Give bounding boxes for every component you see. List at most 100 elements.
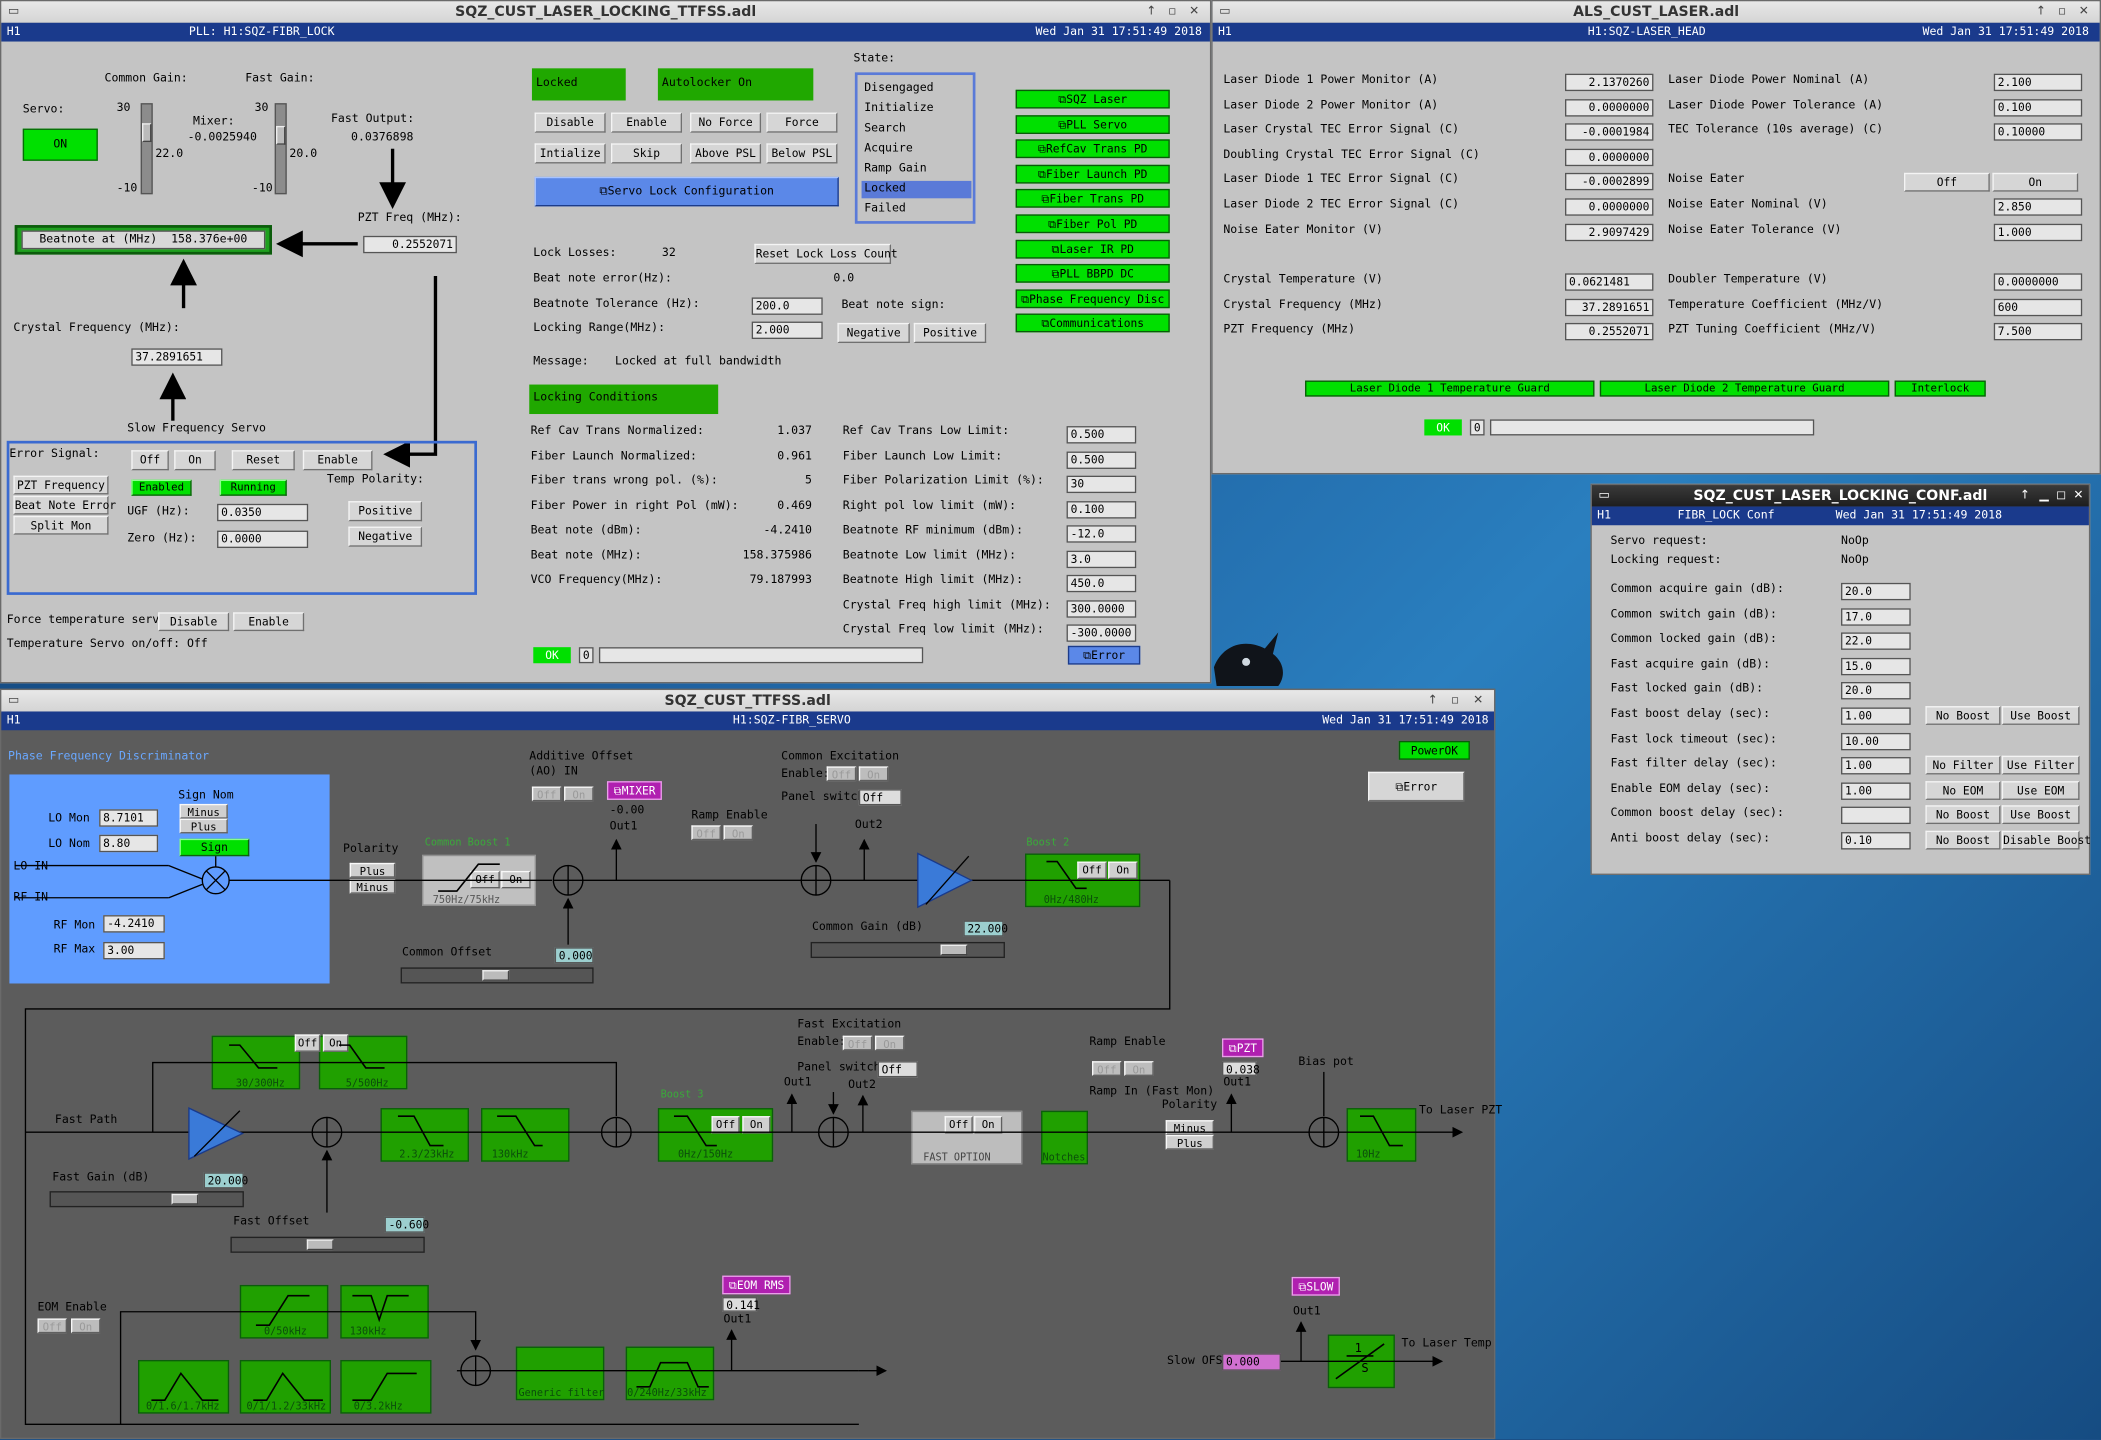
setting-field[interactable]: 600 — [1993, 298, 2083, 316]
state-item[interactable]: Initialize — [864, 101, 934, 116]
force-button[interactable]: Force — [766, 112, 838, 133]
beat-sign-negative-button[interactable]: Negative — [837, 322, 910, 344]
ramp2-on-button[interactable]: On — [1124, 1061, 1154, 1076]
state-item[interactable]: Ramp Gain — [864, 162, 927, 176]
locker-disable-button[interactable]: Disable — [534, 112, 606, 133]
minimize-icon[interactable]: ▫ — [2057, 5, 2067, 19]
conf-option-a-button[interactable]: No Boost — [1925, 805, 2001, 825]
window-menu-icon[interactable]: ▭ — [8, 694, 20, 708]
common-gain-slider-knob[interactable] — [142, 123, 152, 143]
limit-field[interactable]: 0.100 — [1066, 500, 1137, 518]
limit-field[interactable]: -300.0000 — [1066, 624, 1137, 642]
conf-option-a-button[interactable]: No Filter — [1925, 755, 2001, 775]
common-exc-on-button[interactable]: On — [858, 766, 889, 782]
fast-offset-slider[interactable] — [230, 1236, 425, 1253]
conf-field[interactable]: 10.00 — [1841, 732, 1911, 750]
maximize-icon[interactable]: ↑ — [2035, 5, 2047, 19]
above-psl-button[interactable]: Above PSL — [690, 143, 762, 164]
common-gain-slider[interactable] — [140, 103, 153, 195]
setting-field[interactable]: 0.100 — [1993, 98, 2083, 117]
conf-field[interactable]: 1.00 — [1841, 782, 1911, 800]
limit-field[interactable]: 450.0 — [1066, 574, 1137, 593]
conf-option-a-button[interactable]: No EOM — [1925, 780, 2001, 800]
related-display-phase-frequency-disc[interactable]: ⧉Phase Frequency Disc — [1015, 289, 1170, 308]
locker-enable-button[interactable]: Enable — [610, 112, 683, 133]
ramp-off-button[interactable]: Off — [691, 825, 721, 841]
ramp-on-button[interactable]: On — [723, 825, 754, 841]
force-temp-disable-button[interactable]: Disable — [158, 612, 230, 632]
force-temp-enable-button[interactable]: Enable — [233, 612, 305, 632]
fast-gain-slider[interactable] — [274, 103, 287, 195]
slow-servo-enable-button[interactable]: Enable — [302, 450, 373, 471]
window-menu-icon[interactable]: ▭ — [1598, 489, 1610, 503]
conf-field[interactable]: 0.10 — [1841, 832, 1911, 850]
fast-option-on-button[interactable]: On — [974, 1116, 1003, 1134]
polarity-plus-button[interactable]: Plus — [349, 862, 396, 878]
limit-field[interactable]: 300.0000 — [1066, 599, 1137, 618]
conf-option-b-button[interactable]: Disable Boost — [2001, 830, 2091, 850]
initialize-button[interactable]: Intialize — [534, 143, 606, 164]
slow-servo-off-button[interactable]: Off — [131, 450, 169, 471]
state-item[interactable]: Disengaged — [864, 81, 934, 96]
minimize-icon[interactable]: ▁ — [2039, 489, 2049, 503]
restore-icon[interactable]: ◻ — [2056, 489, 2067, 503]
limit-field[interactable]: 30 — [1066, 475, 1137, 494]
eom-on-button[interactable]: On — [71, 1318, 101, 1334]
window-menu-icon[interactable]: ▭ — [1219, 5, 1231, 19]
limit-field[interactable]: 0.500 — [1066, 426, 1137, 444]
limit-field[interactable]: -12.0 — [1066, 525, 1137, 543]
temp-negative-button[interactable]: Negative — [348, 526, 423, 547]
common-exc-off-button[interactable]: Off — [826, 766, 857, 782]
fast-boost-on-button[interactable]: On — [322, 1034, 349, 1052]
related-display-fiber-launch-pd[interactable]: ⧉Fiber Launch PD — [1015, 164, 1170, 184]
noise-eater-on-button[interactable]: On — [1992, 172, 2079, 192]
noise-eater-off-button[interactable]: Off — [1903, 172, 1990, 192]
conf-option-b-button[interactable]: Use Boost — [2001, 706, 2080, 725]
conf-field[interactable]: 22.0 — [1841, 632, 1911, 651]
eom-off-button[interactable]: Off — [37, 1318, 67, 1334]
state-item[interactable]: Locked — [861, 180, 972, 199]
related-display-communications[interactable]: ⧉Communications — [1015, 314, 1170, 333]
ramp2-off-button[interactable]: Off — [1092, 1061, 1122, 1076]
beat-note-error-button[interactable]: Beat Note Error — [13, 495, 116, 515]
conf-field[interactable]: 17.0 — [1841, 607, 1911, 626]
ao-off-button[interactable]: Off — [531, 786, 562, 802]
common-offset-slider[interactable] — [400, 967, 594, 984]
ao-on-button[interactable]: On — [564, 786, 594, 802]
pzt-frequency-button[interactable]: PZT Frequency — [13, 475, 109, 495]
setting-field[interactable]: 2.100 — [1993, 73, 2083, 92]
setting-field[interactable]: 2.850 — [1993, 198, 2083, 216]
rf-max-field[interactable]: 3.00 — [103, 941, 165, 960]
fast-exc-off-button[interactable]: Off — [842, 1035, 873, 1051]
maximize-icon[interactable]: ↑ — [2019, 489, 2030, 503]
eom-rms-button[interactable]: ⧉EOM RMS — [722, 1275, 791, 1295]
lo-nom-field[interactable]: 8.80 — [99, 834, 159, 853]
error-button[interactable]: ⧉Error — [1368, 771, 1465, 802]
boost3-off-button[interactable]: Off — [711, 1116, 740, 1134]
pzt-button[interactable]: ⧉PZT — [1221, 1038, 1264, 1058]
fast-gain-slider-knob[interactable] — [276, 125, 286, 145]
fast-exc-on-button[interactable]: On — [874, 1035, 905, 1051]
common-gain-slider[interactable] — [810, 941, 1005, 959]
conf-option-a-button[interactable]: No Boost — [1925, 706, 2001, 725]
close-icon[interactable]: ✕ — [2078, 5, 2089, 19]
servo-on-button[interactable]: ON — [22, 128, 98, 161]
boost2-off-button[interactable]: Off — [1077, 861, 1107, 879]
beatnote-tolerance-field[interactable]: 200.0 — [751, 297, 823, 315]
conf-option-b-button[interactable]: Use Filter — [2001, 755, 2080, 775]
maximize-icon[interactable]: ↑ — [1146, 5, 1157, 19]
setting-field[interactable]: 0.10000 — [1993, 123, 2083, 141]
temp-positive-button[interactable]: Positive — [348, 501, 423, 522]
conf-field[interactable]: 20.0 — [1841, 682, 1911, 700]
related-display-laser-ir-pd[interactable]: ⧉Laser IR PD — [1015, 239, 1170, 259]
split-mon-button[interactable]: Split Mon — [13, 515, 109, 535]
conf-field[interactable] — [1841, 807, 1911, 825]
related-display-pll-bbpd-dc[interactable]: ⧉PLL BBPD DC — [1015, 264, 1170, 283]
minimize-icon[interactable]: ▫ — [1450, 694, 1460, 708]
sign-plus-button[interactable]: Plus — [179, 818, 228, 834]
skip-button[interactable]: Skip — [610, 143, 683, 164]
beat-sign-positive-button[interactable]: Positive — [913, 322, 987, 344]
ugf-field[interactable]: 0.0350 — [217, 503, 309, 522]
locking-range-field[interactable]: 2.000 — [751, 321, 823, 339]
conf-option-b-button[interactable]: Use EOM — [2001, 780, 2080, 800]
